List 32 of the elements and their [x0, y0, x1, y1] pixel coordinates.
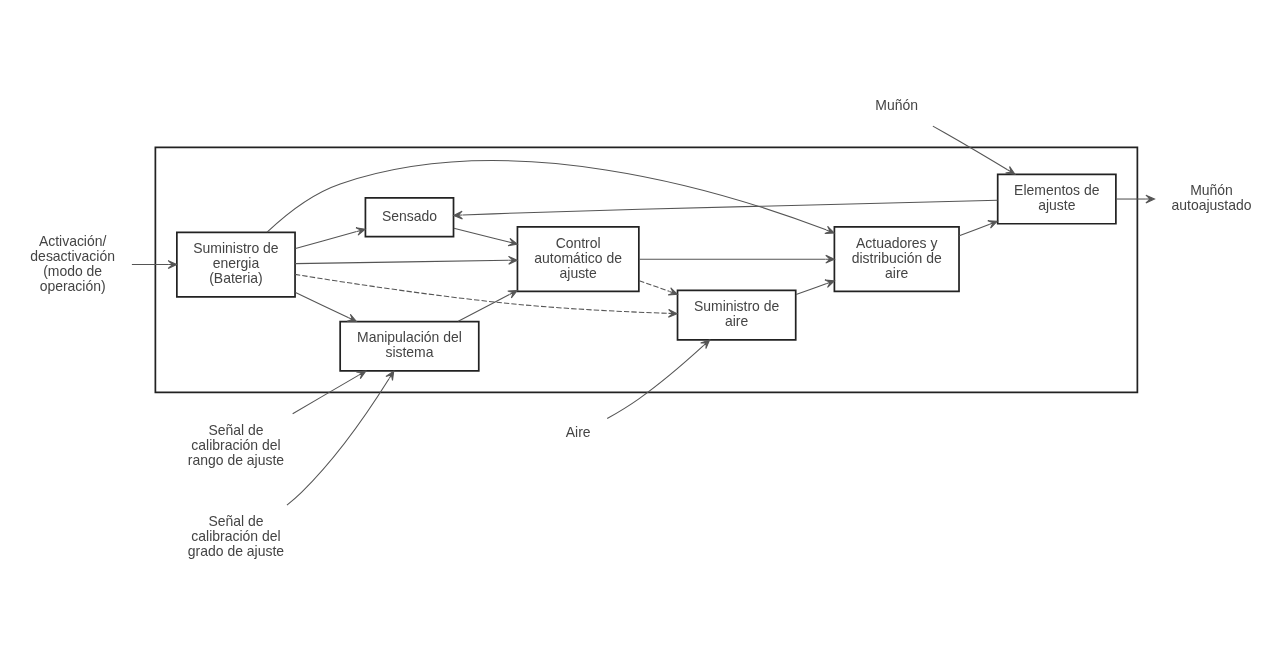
- node-box: Elementos de ajuste: [996, 172, 1117, 225]
- cluster: [154, 146, 1139, 393]
- arrow: [294, 255, 518, 265]
- node-box: Manipulación del sistema: [339, 320, 480, 372]
- node-box: Control automático de ajuste: [516, 225, 640, 292]
- node-box: Suministro de aire: [676, 289, 797, 341]
- arrow: [638, 279, 679, 296]
- node-text: Aire: [565, 423, 591, 440]
- arrow: [266, 160, 835, 234]
- arrow: [131, 259, 178, 269]
- arrow: [638, 254, 835, 264]
- arrow: [295, 291, 357, 322]
- arrow: [286, 370, 395, 506]
- node-box: Actuadores y distribución de aire: [833, 225, 960, 292]
- arrow: [292, 370, 367, 414]
- arrow: [795, 279, 835, 295]
- arrow: [295, 226, 366, 249]
- arrow: [453, 227, 518, 246]
- arrow: [453, 199, 999, 219]
- node-text: Señal de calibración del rango de ajuste: [187, 421, 285, 468]
- arrow: [294, 273, 678, 318]
- node-box: Sensado: [364, 196, 455, 237]
- arrow: [457, 289, 518, 322]
- arrow: [1115, 194, 1156, 203]
- arrow: [932, 125, 1016, 175]
- node-text: Activación/ desactivación (modo de operación): [30, 232, 115, 294]
- node-text: Señal de calibración del grado de ajuste: [187, 512, 285, 559]
- arrow: [606, 338, 711, 419]
- node-text: Muñón: [875, 96, 919, 113]
- node-box: Suministro de energia (Bateria): [176, 231, 296, 298]
- arrow: [958, 219, 998, 236]
- node-text: Muñón autoajustado: [1171, 181, 1252, 213]
